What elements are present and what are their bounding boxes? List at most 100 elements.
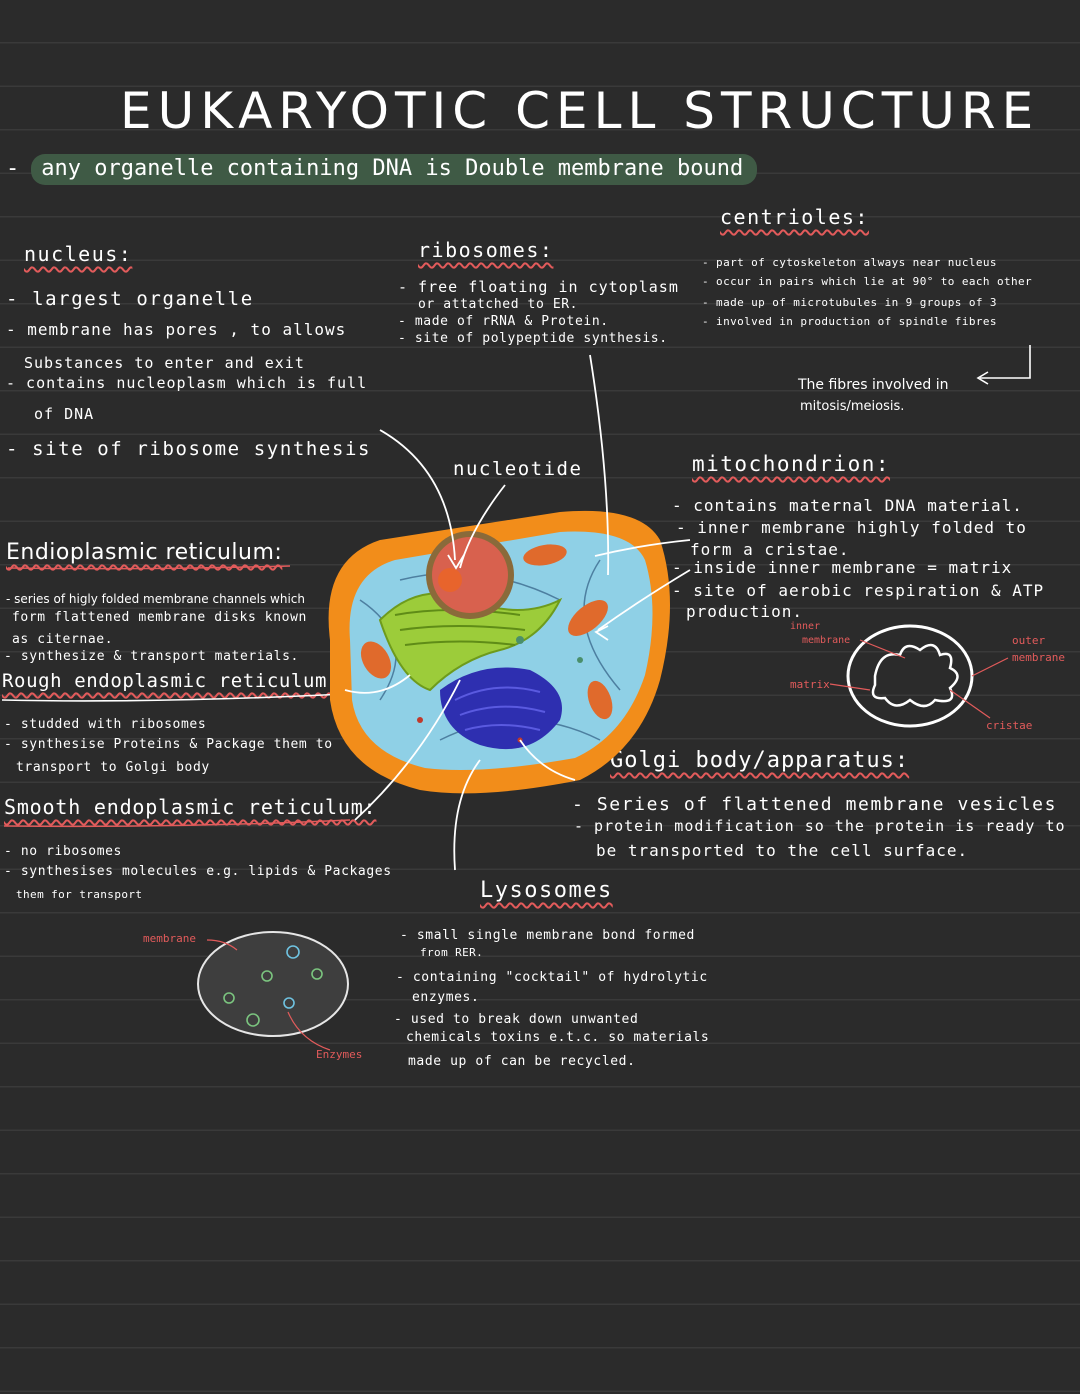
centrioles-line: - occur in pairs which lie at 90° to eac… <box>702 275 1033 288</box>
enzyme-blob <box>286 945 300 959</box>
nucleus-line: of DNA <box>34 405 95 423</box>
enzyme-blob <box>261 970 273 982</box>
smooth-er-underline <box>3 819 351 828</box>
mitochondrion-shape <box>568 600 608 636</box>
er-line: - synthesize & transport materials. <box>4 649 299 664</box>
enzyme-blob <box>283 997 295 1009</box>
centrioles-note: The fibres involved in <box>798 377 949 393</box>
mito-label-outer: outer <box>1012 634 1046 647</box>
nucleotide-arrow <box>459 484 506 569</box>
mitochondrion-line: - inner membrane highly folded to <box>676 518 1027 537</box>
ribosome-dot <box>417 717 423 723</box>
enzyme-blob <box>311 968 323 980</box>
ribosomes-heading: ribosomes: <box>418 238 554 262</box>
lysosomes-line: - containing "cocktail" of hydrolytic <box>396 970 708 985</box>
ribosomes-line: - site of polypeptide synthesis. <box>398 331 668 346</box>
lysosomes-line: chemicals toxins e.t.c. so materials <box>406 1030 710 1045</box>
lysosome-membrane-pointer <box>206 939 238 951</box>
nucleus-line: - largest organelle <box>6 288 254 310</box>
smooth-er-line: - synthesises molecules e.g. lipids & Pa… <box>4 864 392 879</box>
cristae-folds <box>871 643 959 708</box>
nucleus-line: - contains nucleoplasm which is full <box>6 374 368 392</box>
nucleolus <box>438 568 462 592</box>
outer-membrane-pointer <box>971 657 1009 677</box>
lysosomes-line: from RER. <box>420 946 484 959</box>
enzyme-blob <box>246 1013 260 1027</box>
centrioles-line: - made up of microtubules in 9 groups of… <box>702 296 997 309</box>
centrioles-note: mitosis/meiosis. <box>800 399 905 414</box>
lysosome-membrane <box>197 931 349 1037</box>
centrioles-line: - part of cytoskeleton always near nucle… <box>702 256 997 269</box>
mitochondrion-line: - inside inner membrane = matrix <box>672 558 1013 577</box>
smooth-er-line: - no ribosomes <box>4 844 122 859</box>
mito-arrow-2 <box>597 569 691 631</box>
smooth-er-heading: Smooth endoplasmic reticulum: <box>4 795 377 819</box>
rough-er-heading: Rough endoplasmic reticulum: <box>2 670 340 692</box>
er-line: - series of higly folded membrane channe… <box>6 592 305 606</box>
mito-label-outer-membrane: membrane <box>1012 651 1065 664</box>
mitochondrion-shape <box>523 544 567 566</box>
centrioles-line: - involved in production of spindle fibr… <box>702 315 997 328</box>
rough-er-line: - synthesise Proteins & Package them to <box>4 737 333 752</box>
note-arrowhead <box>976 371 989 385</box>
outer-membrane-ring <box>846 624 974 728</box>
mitochondrion-shape <box>360 641 392 679</box>
lysosome-label-membrane: membrane <box>143 932 196 945</box>
highlight-dash: - <box>6 156 20 181</box>
mitochondrion-line: - site of aerobic respiration & ATP <box>672 581 1045 600</box>
centrioles-heading: centrioles: <box>720 205 869 229</box>
nucleotide-label: nucleotide <box>453 458 583 480</box>
page-title: EUKARYOTIC CELL STRUCTURE <box>120 82 1040 140</box>
lysosomes-line: - small single membrane bond formed <box>400 928 695 943</box>
cristae-pointer <box>949 689 991 719</box>
inner-membrane-pointer <box>859 639 906 659</box>
rough-er-arrow <box>344 674 411 694</box>
ribosome-arrow <box>589 354 610 576</box>
nucleus-arrowhead <box>447 554 465 570</box>
golgi-line: be transported to the cell surface. <box>596 841 969 860</box>
lysosomes-line: made up of can be recycled. <box>408 1054 636 1069</box>
er-line: form flattened membrane disks known <box>12 610 307 625</box>
note-arrow <box>980 345 1031 379</box>
highlight-text: any organelle containing DNA is Double m… <box>31 154 758 185</box>
enzyme-blob <box>223 992 235 1004</box>
mitochondrion-shape <box>587 680 613 720</box>
vesicle <box>577 657 583 663</box>
golgi-heading: Golgi body/apparatus: <box>610 748 910 773</box>
cytoplasm <box>349 531 653 771</box>
nucleus-line: - site of ribosome synthesis <box>6 438 372 460</box>
golgi-line: - Series of flattened membrane vesicles <box>572 794 1058 815</box>
lysosome-enzymes-pointer <box>287 1011 331 1051</box>
lysosomes-line: - used to break down unwanted <box>394 1012 639 1027</box>
lysosomes-heading: Lysosomes <box>480 878 613 903</box>
ribosomes-line: - made of rRNA & Protein. <box>398 314 609 329</box>
mitochondrion-diagram <box>829 624 1009 728</box>
matrix-pointer <box>829 683 871 691</box>
er-line: as citernae. <box>12 632 114 647</box>
lysosome-diagram <box>197 931 349 1051</box>
er-underline <box>7 565 291 570</box>
mitochondrion-line: form a cristae. <box>690 540 850 559</box>
mito-label-inner-membrane: membrane <box>802 635 851 646</box>
mitochondrion-line: production. <box>686 602 803 621</box>
rough-er-line: - studded with ribosomes <box>4 717 207 732</box>
mito-arrowhead <box>594 625 609 641</box>
smooth-er-line: them for transport <box>16 888 143 901</box>
golgi-line: - protein modification so the protein is… <box>574 817 1066 835</box>
mitochondrion-line: - contains maternal DNA material. <box>672 496 1023 515</box>
nucleus-line: Substances to enter and exit <box>24 354 305 372</box>
mito-label-cristae: cristae <box>986 719 1033 732</box>
rough-er-line: transport to Golgi body <box>16 760 210 775</box>
er-heading: Endioplasmic reticulum: <box>6 540 283 565</box>
mito-label-matrix: matrix <box>790 678 830 691</box>
lysosome-arrow <box>453 759 481 871</box>
golgi-arrow <box>519 739 576 781</box>
animal-cell-illustration <box>328 510 670 794</box>
mito-arrow-1 <box>594 539 691 557</box>
smooth-er-arrow <box>354 679 461 821</box>
mitochondrion-heading: mitochondrion: <box>692 452 891 476</box>
nucleus-line: - membrane has pores , to allows <box>6 320 347 339</box>
nucleus-heading: nucleus: <box>24 242 133 266</box>
lysosome-label-enzymes: Enzymes <box>316 1048 363 1061</box>
